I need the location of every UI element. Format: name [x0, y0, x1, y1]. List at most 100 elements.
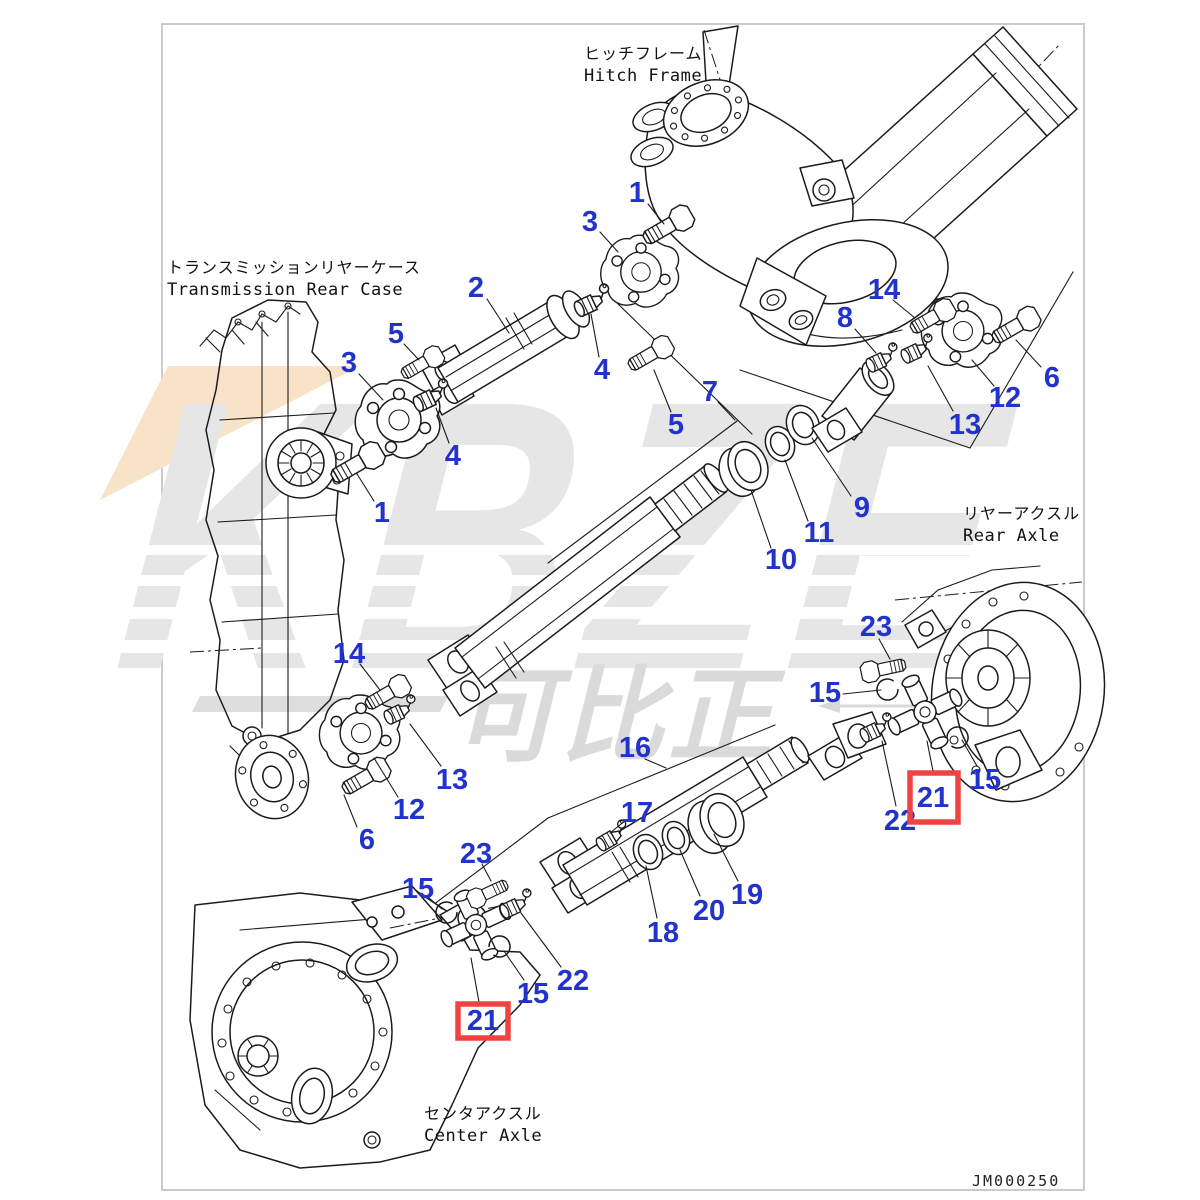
center-axle-drawing — [189, 885, 541, 1169]
leader-line-11 — [784, 459, 809, 522]
callout-5: 5 — [388, 318, 404, 350]
leader-line-23 — [878, 638, 891, 660]
leader-line-13 — [409, 723, 442, 767]
label-rear-axle: リヤーアクスル Rear Axle — [963, 504, 1080, 547]
callout-15: 15 — [809, 677, 841, 709]
leader-line-15 — [961, 739, 978, 767]
sleeve-yoke — [811, 360, 895, 453]
front-propeller-shaft — [419, 290, 591, 416]
callout-12: 12 — [393, 794, 425, 826]
leader-line-3 — [599, 231, 619, 253]
label-center-axle-en: Center Axle — [424, 1125, 543, 1146]
callout-15: 15 — [517, 978, 549, 1010]
callout-17: 17 — [621, 797, 653, 829]
doc-number: JM000250 — [972, 1172, 1061, 1190]
label-transmission-rear-case: トランスミッションリヤーケース Transmission Rear Case — [167, 258, 421, 301]
ring-9 — [785, 404, 821, 446]
leader-line-22 — [520, 912, 562, 968]
callout-15: 15 — [402, 873, 434, 905]
leader-line-21 — [926, 740, 934, 772]
callout-1: 1 — [374, 497, 390, 529]
callout-20: 20 — [693, 895, 725, 927]
bushing-10 — [727, 441, 769, 491]
leader-line-1 — [356, 473, 375, 502]
leader-line-4 — [435, 407, 450, 444]
callout-2: 2 — [468, 272, 484, 304]
leader-line-16 — [644, 758, 667, 769]
watermark: KBZE 可比正 — [60, 321, 1083, 775]
leader-line-8 — [854, 328, 877, 354]
ring-18 — [632, 833, 664, 871]
callout-21: 21 — [917, 782, 949, 814]
callout-6: 6 — [359, 824, 375, 856]
shaft-parts — [234, 201, 1045, 975]
callout-22: 22 — [557, 965, 589, 997]
callout-15: 15 — [969, 764, 1001, 796]
callout-14: 14 — [333, 638, 365, 670]
leader-line-5 — [653, 369, 672, 413]
leader-line-14 — [892, 299, 916, 319]
leader-line-7 — [717, 401, 736, 421]
highlight-box-21 — [455, 1001, 511, 1041]
label-center-axle-jp: センタアクスル — [424, 1104, 542, 1123]
leader-line-22 — [881, 740, 897, 807]
leader-line-20 — [679, 849, 701, 897]
leader-line-4 — [590, 313, 600, 358]
label-rear-axle-jp: リヤーアクスル — [963, 504, 1081, 523]
companion-flange — [234, 734, 310, 820]
callout-13: 13 — [436, 764, 468, 796]
leader-line-23 — [481, 863, 492, 882]
watermark-peach-wedge — [100, 366, 360, 500]
callout-8: 8 — [837, 302, 853, 334]
highlight-box-21 — [907, 770, 961, 825]
callout-11: 11 — [804, 517, 835, 549]
label-hitch-frame-en: Hitch Frame — [584, 65, 703, 86]
callout-4: 4 — [445, 440, 461, 472]
hitch-frame-drawing — [630, 25, 1078, 347]
bushing-19 — [699, 793, 745, 847]
leader-line-18 — [645, 865, 658, 919]
leader-line-13 — [927, 365, 954, 412]
callout-3: 3 — [341, 347, 357, 379]
leader-line-17 — [609, 819, 627, 834]
callout-16: 16 — [619, 732, 651, 764]
leader-line-2 — [486, 298, 510, 334]
leader-line-15 — [428, 897, 443, 910]
leader-line-12 — [971, 359, 995, 387]
hitch-flange — [662, 79, 750, 147]
leader-line-9 — [811, 437, 852, 497]
callout-23: 23 — [860, 611, 892, 643]
callout-6: 6 — [1044, 362, 1060, 394]
callout-1: 1 — [629, 177, 645, 209]
callout-18: 18 — [647, 917, 679, 949]
callout-21: 21 — [467, 1005, 499, 1037]
leader-line-6 — [343, 794, 358, 828]
leader-line-12 — [373, 757, 399, 798]
label-hitch-frame-jp: ヒッチフレーム — [584, 44, 703, 63]
leader-line-19 — [713, 833, 739, 882]
label-center-axle: センタアクスル Center Axle — [424, 1104, 542, 1147]
label-transmission-rear-case-jp: トランスミッションリヤーケース — [167, 258, 421, 277]
leader-line-3 — [358, 373, 384, 401]
leader-line-15 — [503, 950, 525, 981]
leader-line-1 — [647, 203, 665, 225]
label-hitch-frame: ヒッチフレーム Hitch Frame — [584, 44, 703, 87]
callout-13: 13 — [949, 409, 981, 441]
leader-line-10 — [750, 489, 772, 549]
leader-line-6 — [1015, 339, 1042, 368]
callout-23: 23 — [460, 838, 492, 870]
callout-7: 7 — [702, 376, 718, 408]
leader-line-21 — [470, 957, 480, 1003]
callout-5: 5 — [668, 409, 684, 441]
leader-line-5 — [403, 343, 420, 361]
callout-4: 4 — [594, 354, 610, 386]
main-drive-shaft — [427, 463, 729, 717]
callout-19: 19 — [731, 879, 763, 911]
callout-14: 14 — [868, 274, 900, 306]
callout-12: 12 — [989, 382, 1021, 414]
label-rear-axle-en: Rear Axle — [963, 525, 1060, 546]
label-transmission-rear-case-en: Transmission Rear Case — [167, 279, 404, 300]
